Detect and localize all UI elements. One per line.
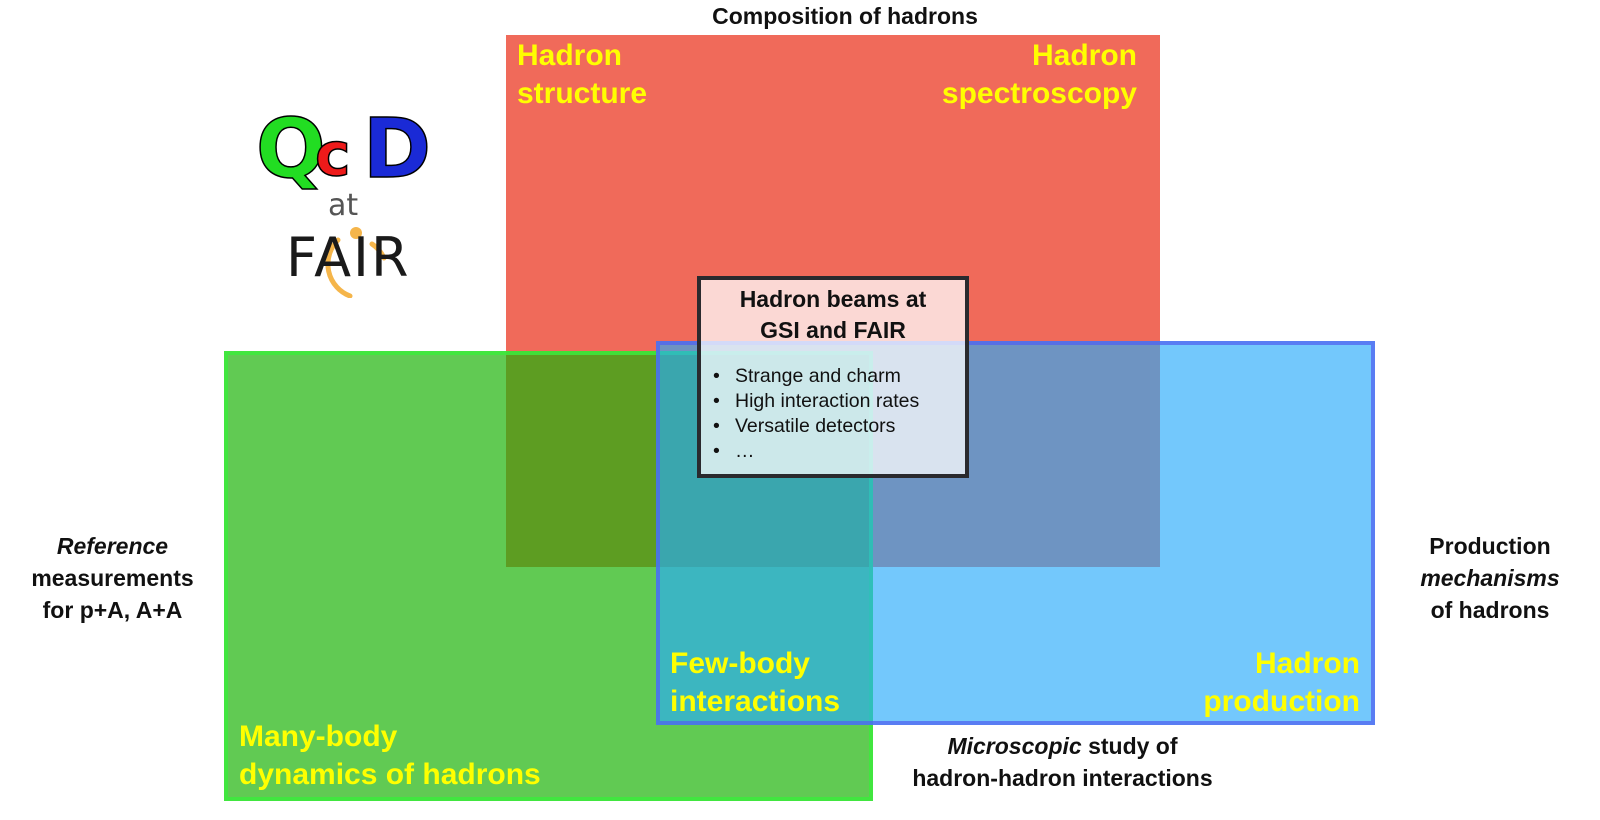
label-few-body: Few-body interactions bbox=[670, 645, 840, 721]
label-hadron-production: Hadron production bbox=[1203, 645, 1360, 721]
list-item: • High interaction rates bbox=[713, 389, 919, 414]
caption-line: Reference bbox=[56, 533, 169, 559]
list-item: • Strange and charm bbox=[713, 364, 919, 389]
logo-qcd: Q c D bbox=[250, 100, 450, 200]
label-line: Few-body bbox=[670, 647, 810, 680]
bullet-icon: • bbox=[713, 440, 720, 462]
label-line: Hadron bbox=[517, 39, 622, 72]
qcd-at-fair-logo: Q c D at FAIR bbox=[250, 100, 450, 300]
label-hadron-spectroscopy: Hadron spectroscopy bbox=[942, 37, 1137, 113]
list-item-text: Versatile detectors bbox=[735, 415, 896, 437]
center-box: Hadron beams at GSI and FAIR • Strange an… bbox=[697, 276, 969, 478]
caption-line: hadron-hadron interactions bbox=[912, 765, 1213, 791]
bullet-icon: • bbox=[713, 365, 720, 387]
label-line: structure bbox=[517, 77, 648, 110]
fair-ring-icon bbox=[325, 227, 387, 298]
logo-letter-q: Q bbox=[255, 101, 326, 198]
caption-italic: Microscopic bbox=[947, 733, 1082, 759]
center-title-line: GSI and FAIR bbox=[760, 317, 906, 343]
label-line: Many-body bbox=[239, 720, 398, 753]
list-item-text: Strange and charm bbox=[735, 365, 901, 387]
list-item: • Versatile detectors bbox=[713, 414, 919, 439]
caption-line: of hadrons bbox=[1430, 597, 1550, 623]
caption-line: for p+A, A+A bbox=[42, 597, 183, 623]
list-item-text: … bbox=[735, 440, 755, 462]
logo-fair-text: FAIR bbox=[286, 226, 411, 289]
logo-at: at bbox=[328, 188, 359, 223]
bullet-icon: • bbox=[713, 415, 720, 437]
center-box-title: Hadron beams at GSI and FAIR bbox=[701, 284, 965, 346]
label-line: Hadron bbox=[1255, 647, 1360, 680]
top-caption: Composition of hadrons bbox=[712, 3, 978, 29]
caption-production: Production mechanisms of hadrons bbox=[1380, 530, 1600, 626]
label-line: Hadron bbox=[1032, 39, 1137, 72]
caption-microscopic: Microscopic study of hadron-hadron inter… bbox=[870, 730, 1255, 794]
label-hadron-structure: Hadron structure bbox=[517, 37, 647, 113]
label-line: production bbox=[1203, 685, 1360, 718]
logo-letter-d: D bbox=[362, 101, 432, 198]
logo-letter-c: c bbox=[314, 119, 351, 191]
label-many-body: Many-body dynamics of hadrons bbox=[239, 718, 541, 794]
center-box-list: • Strange and charm • High interaction rat… bbox=[713, 364, 919, 464]
caption-line: Production bbox=[1429, 533, 1551, 559]
region-production bbox=[656, 341, 1375, 725]
list-item-text: High interaction rates bbox=[735, 390, 920, 412]
label-line: spectroscopy bbox=[941, 77, 1137, 110]
logo-fair: FAIR bbox=[280, 218, 420, 298]
center-title-line: Hadron beams at bbox=[739, 286, 927, 312]
label-line: dynamics of hadrons bbox=[239, 758, 541, 791]
bullet-icon: • bbox=[713, 390, 720, 412]
caption-line: mechanisms bbox=[1420, 565, 1560, 591]
label-line: interactions bbox=[670, 685, 841, 718]
caption-reference: Reference measurements for p+A, A+A bbox=[0, 530, 225, 626]
caption-line: measurements bbox=[31, 565, 194, 591]
list-item: •… bbox=[713, 439, 919, 464]
caption-rest: study of bbox=[1081, 733, 1178, 759]
